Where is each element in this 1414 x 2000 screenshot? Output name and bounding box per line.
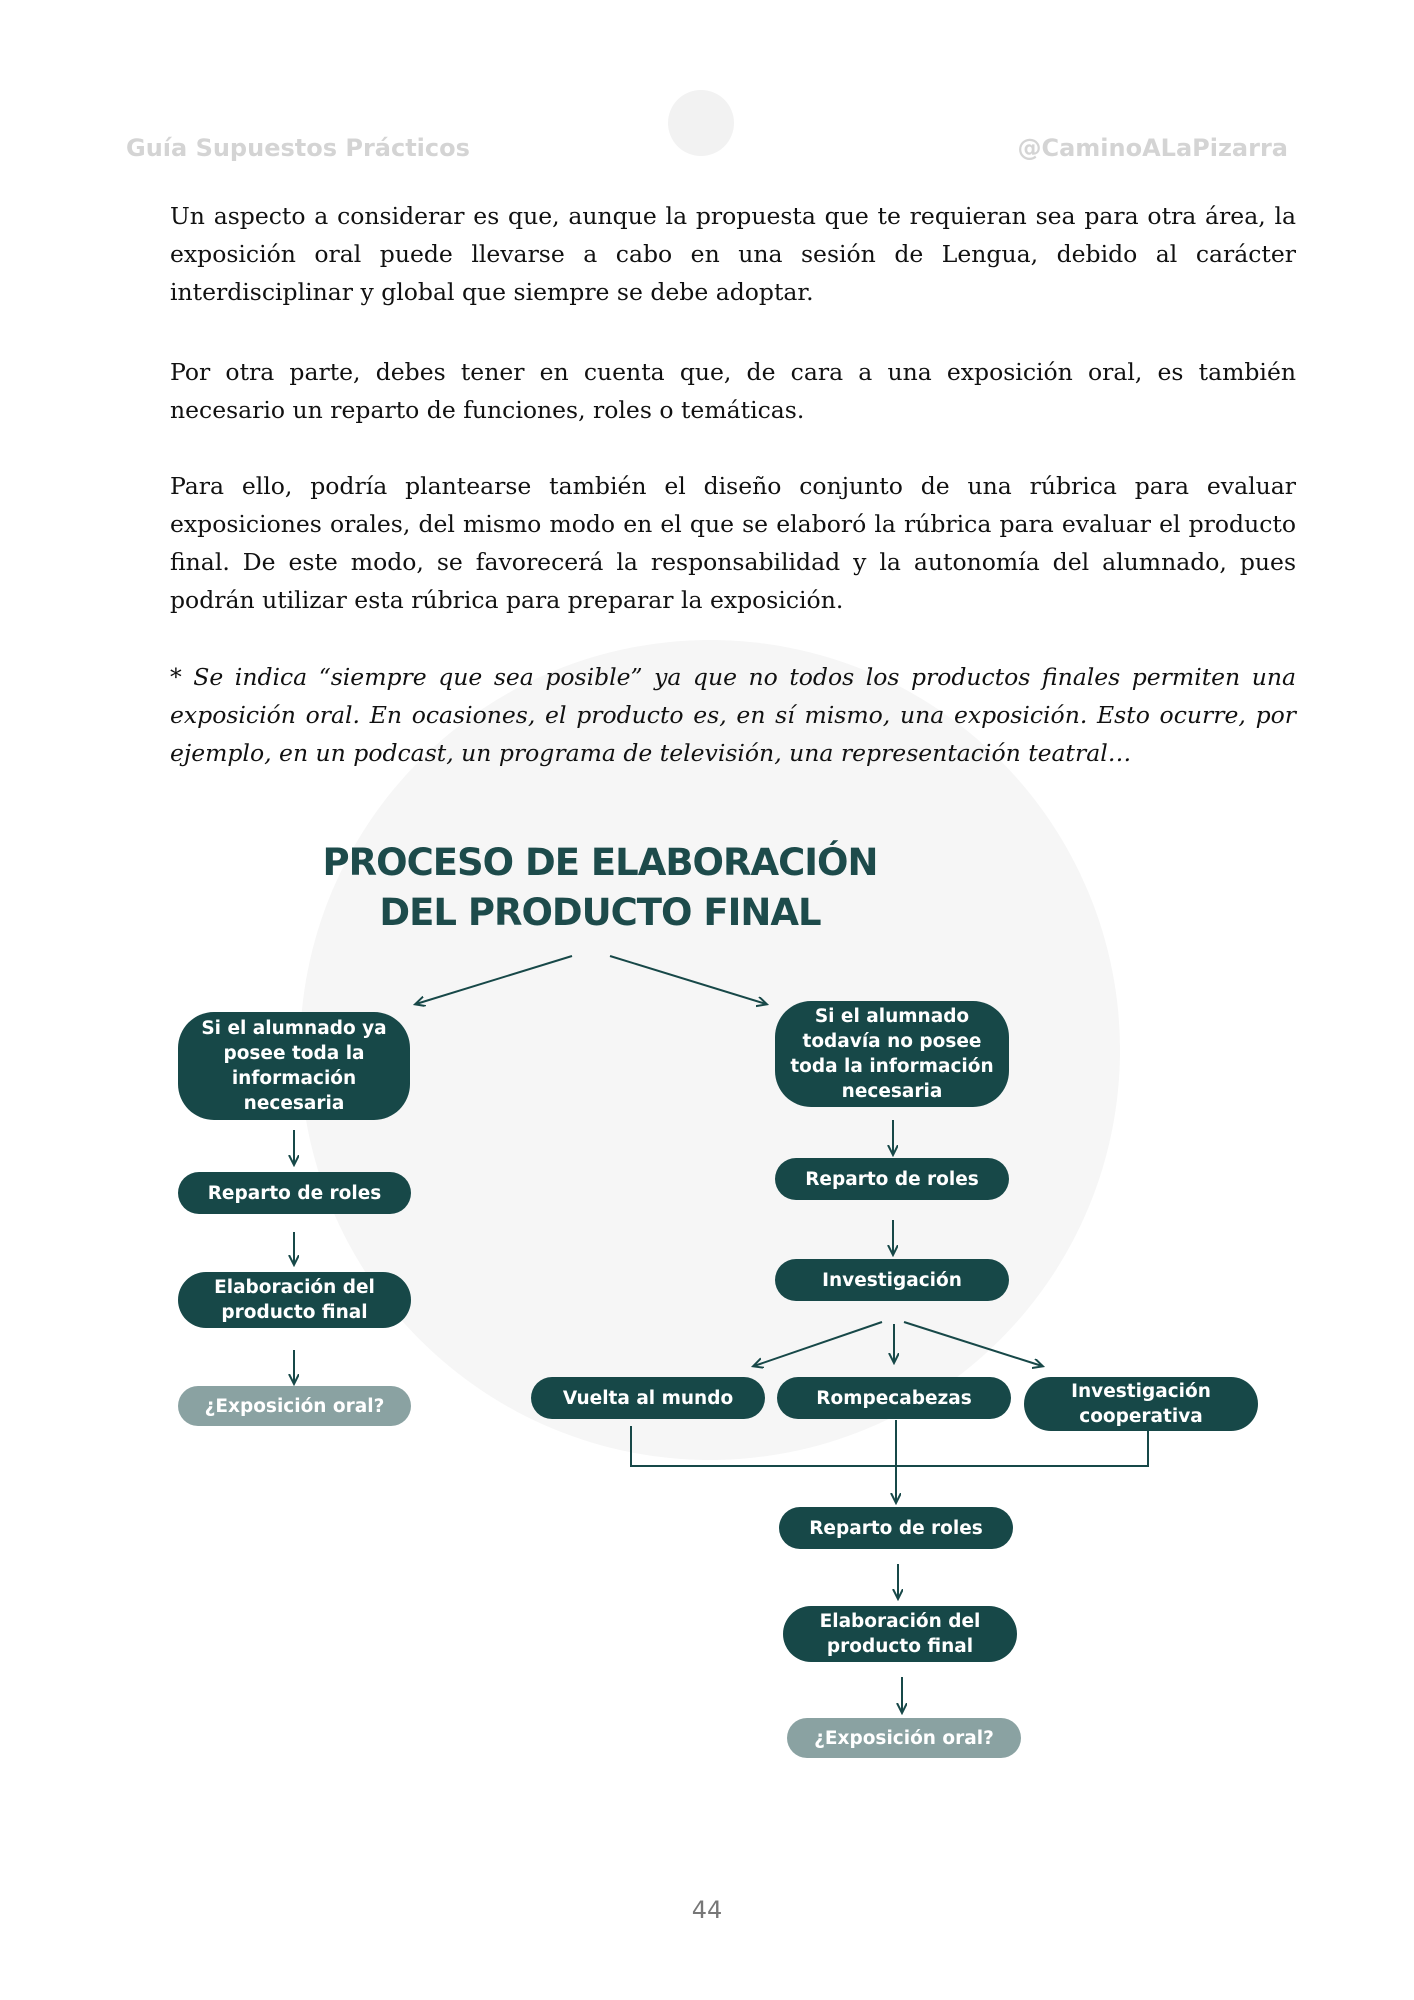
paragraph-2: Por otra parte, debes tener en cuenta qu… (170, 358, 1296, 424)
diagram-title-line1: PROCESO DE ELABORACIÓN (322, 841, 879, 884)
paragraph-3: Para ello, podría plantearse también el … (170, 472, 1296, 614)
arrow-title-right (609, 955, 766, 1004)
left-product-box: Elaboración del producto final (178, 1272, 411, 1328)
left-roles-box: Reparto de roles (178, 1172, 411, 1214)
right-condition-box: Si el alumnado todavía no posee toda la … (775, 1001, 1009, 1107)
arrow-research-left (754, 1321, 883, 1366)
header-handle: @CaminoALaPizarra (1017, 134, 1288, 162)
diagram-title: PROCESO DE ELABORACIÓN DEL PRODUCTO FINA… (320, 838, 880, 938)
header-logo (668, 90, 734, 156)
arrow-research-right (903, 1321, 1042, 1366)
left-oral-box: ¿Exposición oral? (178, 1386, 411, 1426)
paragraph-1: Un aspecto a considerar es que, aunque l… (170, 202, 1296, 306)
footnote-paragraph: * Se indica “siempre que sea posible” ya… (170, 663, 1296, 767)
diagram-title-line2: DEL PRODUCTO FINAL (379, 891, 821, 934)
right-oral-box: ¿Exposición oral? (787, 1718, 1021, 1758)
arrow-title-left (416, 955, 573, 1004)
right-roles-box: Reparto de roles (775, 1158, 1009, 1200)
header-title: Guía Supuestos Prácticos (126, 134, 470, 162)
right-product-box: Elaboración del producto final (783, 1606, 1017, 1662)
right-research-box: Investigación (775, 1259, 1009, 1301)
option-rompecabezas: Rompecabezas (777, 1377, 1011, 1419)
right-roles2-box: Reparto de roles (779, 1507, 1013, 1549)
option-investigacion-cooperativa: Investigación cooperativa (1024, 1377, 1258, 1431)
option-vuelta-al-mundo: Vuelta al mundo (531, 1377, 765, 1419)
page-number: 44 (691, 1896, 723, 1924)
merge-line (630, 1426, 1149, 1467)
left-condition-box: Si el alumnado ya posee toda la informac… (178, 1012, 410, 1120)
